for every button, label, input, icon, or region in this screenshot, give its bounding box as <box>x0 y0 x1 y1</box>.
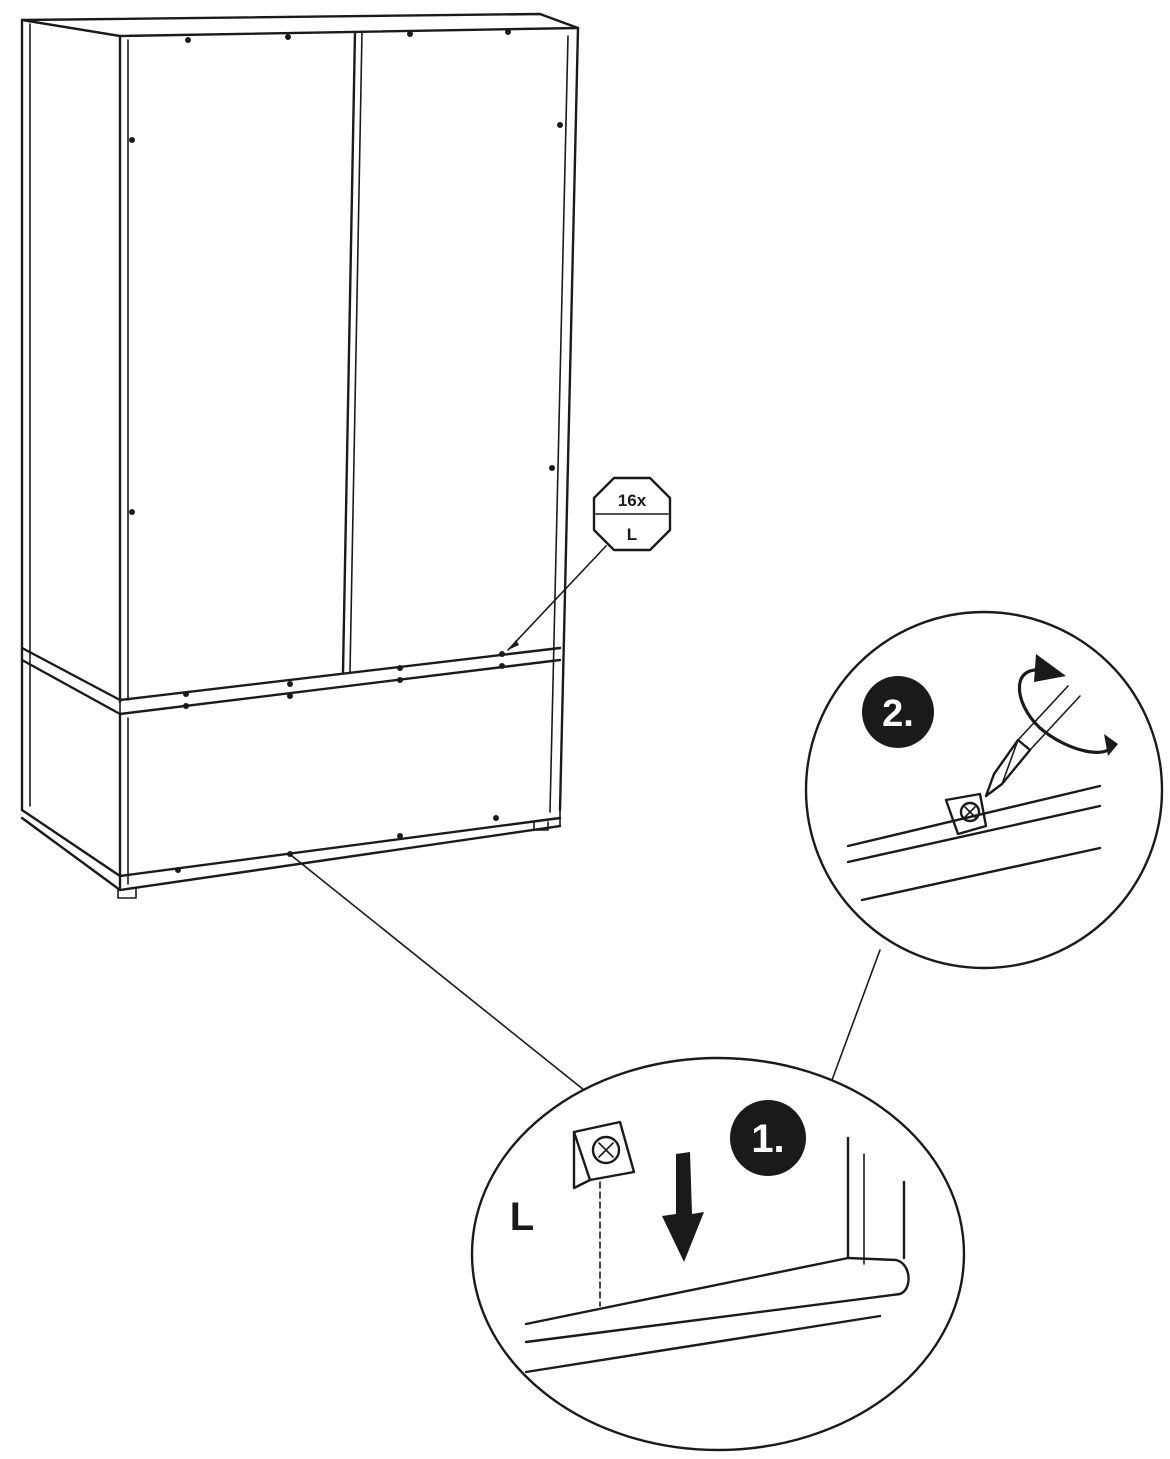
step-1-number: 1. <box>751 1117 784 1161</box>
wardrobe-right-inner-edge <box>549 35 569 813</box>
detail-2-rail-bottom <box>860 846 1102 902</box>
wardrobe-left-side <box>20 18 122 812</box>
badge-leader-arrowhead <box>508 640 519 650</box>
detail-1-part-letter: L <box>510 1195 534 1239</box>
rotation-arrow-path <box>1017 668 1116 754</box>
step-2-badge <box>862 676 934 748</box>
rotation-arrowhead <box>1034 654 1066 682</box>
back-panel-center-seam-b <box>349 31 363 673</box>
middle-rail-top <box>20 646 562 702</box>
detail-callout-2: 2. <box>804 610 1164 970</box>
detail-2-bracket-fold <box>945 799 959 835</box>
detail-1-circle <box>470 1056 966 1452</box>
insert-down-arrow <box>662 1152 704 1262</box>
screwdriver-tip <box>984 738 1032 798</box>
wardrobe-back-view <box>20 12 580 899</box>
bottom-plinth-top <box>20 808 562 878</box>
detail-2-rail-mid <box>846 804 1102 864</box>
detail-callout-1: 1. L <box>470 1056 966 1452</box>
step-1-badge <box>730 1100 806 1176</box>
rotation-arrow-tail <box>1104 734 1118 756</box>
foot-left <box>117 887 137 899</box>
badge-octagon <box>592 476 672 552</box>
detail-2-screw-cross <box>964 806 976 818</box>
detail-1-angle-bracket <box>572 1120 636 1182</box>
detail-1-bracket-side <box>572 1130 592 1190</box>
detail-1-rail-profile <box>524 1256 910 1344</box>
foot-right <box>533 821 549 831</box>
detail-1-screw-cross <box>598 1142 614 1158</box>
back-panel-center-seam-a <box>341 30 357 674</box>
detail-2-leader-line <box>831 949 881 1081</box>
badge-leader-line <box>507 545 607 651</box>
hardware-badge: 16x L <box>507 476 672 651</box>
detail-1-screw-head <box>591 1135 621 1165</box>
screwdriver-tip-edge <box>1001 739 1019 785</box>
middle-rail-bottom <box>20 658 562 716</box>
detail-1-leader-line <box>291 855 585 1091</box>
step-2-number: 2. <box>882 693 914 735</box>
wardrobe-right-side <box>558 26 580 812</box>
screwdriver-shaft <box>1017 685 1081 751</box>
detail-2-circle <box>804 610 1164 970</box>
badge-part-letter: L <box>627 525 637 544</box>
detail-1-rail-lower <box>524 1314 882 1374</box>
bottom-plinth-bottom <box>20 816 562 892</box>
badge-quantity: 16x <box>618 491 647 510</box>
detail-2-screw-head <box>959 801 981 823</box>
